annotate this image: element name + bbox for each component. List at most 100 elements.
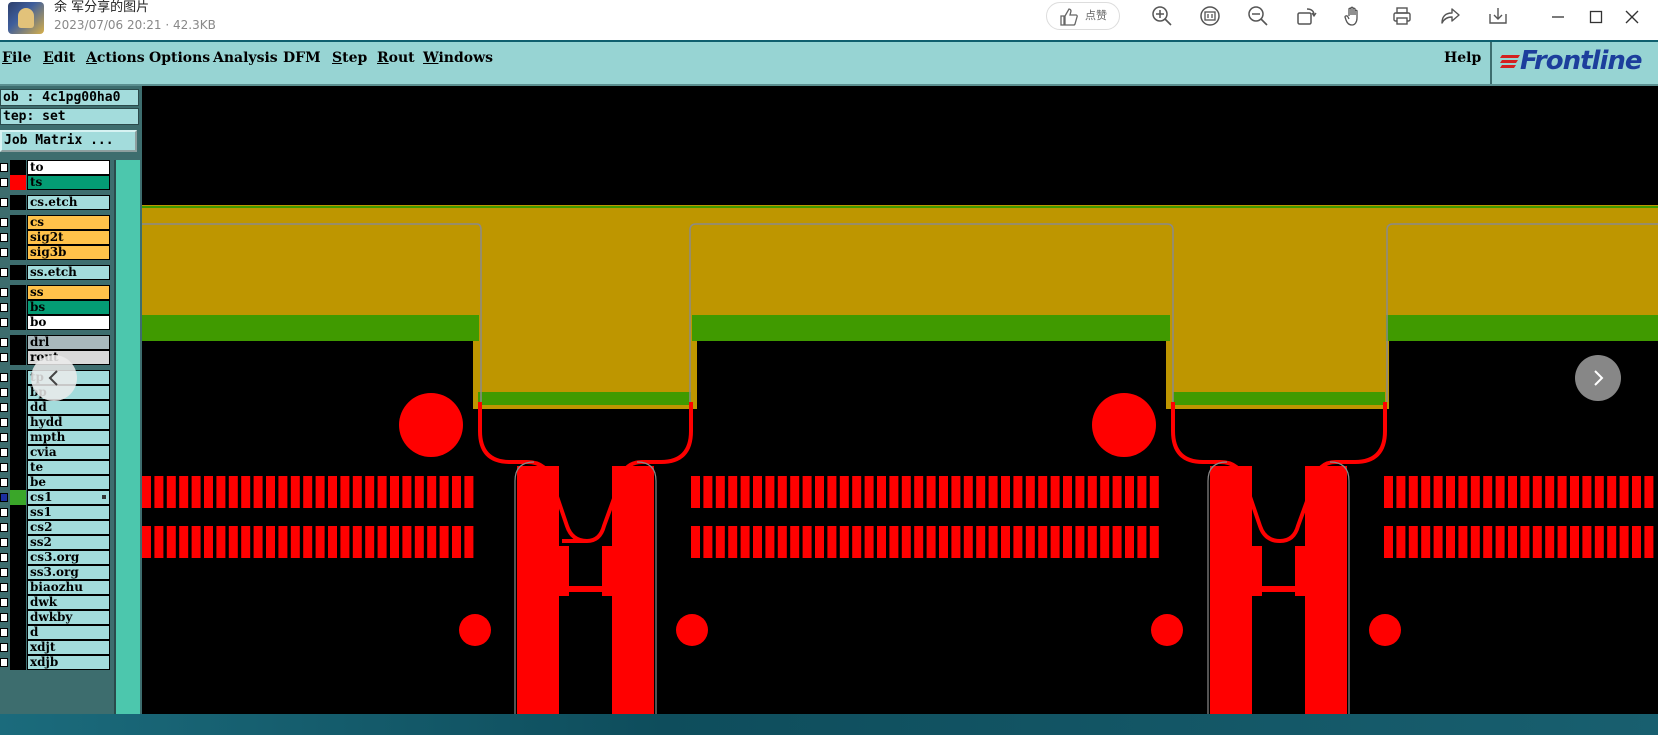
previous-image-button[interactable] — [31, 355, 77, 401]
layer-name[interactable]: cs2 — [27, 520, 110, 535]
menu-rout[interactable]: Rout — [377, 50, 415, 66]
layer-list-scrollbar[interactable] — [114, 160, 140, 714]
close-icon[interactable] — [1620, 5, 1644, 29]
layer-checkbox[interactable] — [0, 478, 8, 487]
layer-checkbox[interactable] — [0, 318, 8, 327]
layer-row-bs[interactable]: bs — [0, 300, 112, 315]
layer-checkbox[interactable] — [0, 643, 8, 652]
layer-name[interactable]: dd — [27, 400, 110, 415]
layer-checkbox[interactable] — [0, 583, 8, 592]
menu-analysis[interactable]: Analysis — [213, 50, 278, 66]
rotate-icon[interactable] — [1295, 5, 1317, 27]
layer-name[interactable]: cs3.org — [27, 550, 110, 565]
layer-checkbox[interactable] — [0, 598, 8, 607]
layer-name[interactable]: to — [27, 160, 110, 175]
layer-row-ss[interactable]: ss — [0, 285, 112, 300]
layer-color-swatch[interactable] — [10, 580, 26, 595]
layer-color-swatch[interactable] — [10, 490, 26, 505]
layer-name[interactable]: xdjt — [27, 640, 110, 655]
layer-row-xdjb[interactable]: xdjb — [0, 655, 112, 670]
layer-color-swatch[interactable] — [10, 610, 26, 625]
layer-name[interactable]: cs.etch — [27, 195, 110, 210]
like-button[interactable]: 点赞 — [1046, 2, 1120, 30]
layer-color-swatch[interactable] — [10, 265, 26, 280]
layer-name[interactable]: ts — [27, 175, 110, 190]
layer-color-swatch[interactable] — [10, 160, 26, 175]
layer-color-swatch[interactable] — [10, 625, 26, 640]
layer-color-swatch[interactable] — [10, 230, 26, 245]
layer-name[interactable]: ss3.org — [27, 565, 110, 580]
layer-checkbox[interactable] — [0, 613, 8, 622]
layer-checkbox[interactable] — [0, 553, 8, 562]
layer-row-d[interactable]: d — [0, 625, 112, 640]
layer-row-sig3b[interactable]: sig3b — [0, 245, 112, 260]
layer-row-hydd[interactable]: hydd — [0, 415, 112, 430]
layer-name[interactable]: cs1 — [27, 490, 110, 505]
download-icon[interactable] — [1487, 5, 1509, 27]
layer-name[interactable]: bs — [27, 300, 110, 315]
menu-step[interactable]: Step — [332, 50, 368, 66]
layer-name[interactable]: sig3b — [27, 245, 110, 260]
layer-name[interactable]: dwk — [27, 595, 110, 610]
layer-checkbox[interactable] — [0, 448, 8, 457]
layer-color-swatch[interactable] — [10, 595, 26, 610]
layer-color-swatch[interactable] — [10, 245, 26, 260]
layer-checkbox[interactable] — [0, 418, 8, 427]
layer-checkbox[interactable] — [0, 373, 8, 382]
layer-name[interactable]: ss1 — [27, 505, 110, 520]
layer-row-sig2t[interactable]: sig2t — [0, 230, 112, 245]
layer-checkbox[interactable] — [0, 628, 8, 637]
layer-color-swatch[interactable] — [10, 335, 26, 350]
layer-checkbox[interactable] — [0, 163, 8, 172]
layer-color-swatch[interactable] — [10, 535, 26, 550]
layer-checkbox[interactable] — [0, 523, 8, 532]
maximize-icon[interactable] — [1584, 5, 1608, 29]
share-icon[interactable] — [1439, 5, 1461, 27]
layer-color-swatch[interactable] — [10, 520, 26, 535]
layer-row-cvia[interactable]: cvia — [0, 445, 112, 460]
avatar[interactable] — [8, 2, 44, 34]
layer-name[interactable]: hydd — [27, 415, 110, 430]
zoom-out-icon[interactable] — [1247, 5, 1269, 27]
layer-color-swatch[interactable] — [10, 350, 26, 365]
layer-color-swatch[interactable] — [10, 565, 26, 580]
layer-checkbox[interactable] — [0, 248, 8, 257]
layer-name[interactable]: ss — [27, 285, 110, 300]
layer-row-dwk[interactable]: dwk — [0, 595, 112, 610]
menu-dfm[interactable]: DFM — [283, 50, 321, 66]
layer-checkbox[interactable] — [0, 178, 8, 187]
layer-checkbox[interactable] — [0, 463, 8, 472]
menu-file[interactable]: File — [2, 50, 32, 66]
layer-row-cs[interactable]: cs — [0, 215, 112, 230]
layer-name[interactable]: dwkby — [27, 610, 110, 625]
menu-edit[interactable]: Edit — [43, 50, 76, 66]
layer-row-ss3-org[interactable]: ss3.org — [0, 565, 112, 580]
layer-row-te[interactable]: te — [0, 460, 112, 475]
layer-color-swatch[interactable] — [10, 550, 26, 565]
layer-color-swatch[interactable] — [10, 475, 26, 490]
layer-name[interactable]: sig2t — [27, 230, 110, 245]
menu-options[interactable]: Options — [149, 50, 211, 66]
job-matrix-button[interactable]: Job Matrix ... — [0, 130, 137, 152]
layer-checkbox[interactable] — [0, 353, 8, 362]
layer-name[interactable]: bo — [27, 315, 110, 330]
graphic-editor-canvas[interactable] — [142, 86, 1658, 714]
layer-checkbox[interactable] — [0, 218, 8, 227]
layer-row-cs3-org[interactable]: cs3.org — [0, 550, 112, 565]
layer-row-ss1[interactable]: ss1 — [0, 505, 112, 520]
menu-help[interactable]: Help — [1444, 50, 1482, 66]
layer-color-swatch[interactable] — [10, 400, 26, 415]
layer-row-dd[interactable]: dd — [0, 400, 112, 415]
layer-row-dwkby[interactable]: dwkby — [0, 610, 112, 625]
layer-row-cs-etch[interactable]: cs.etch — [0, 195, 112, 210]
layer-row-to[interactable]: to — [0, 160, 112, 175]
layer-name[interactable]: cvia — [27, 445, 110, 460]
layer-color-swatch[interactable] — [10, 655, 26, 670]
layer-color-swatch[interactable] — [10, 175, 26, 190]
layer-color-swatch[interactable] — [10, 285, 26, 300]
layer-color-swatch[interactable] — [10, 315, 26, 330]
layer-row-be[interactable]: be — [0, 475, 112, 490]
layer-name[interactable]: ss2 — [27, 535, 110, 550]
layer-row-cs2[interactable]: cs2 — [0, 520, 112, 535]
layer-row-ss2[interactable]: ss2 — [0, 535, 112, 550]
